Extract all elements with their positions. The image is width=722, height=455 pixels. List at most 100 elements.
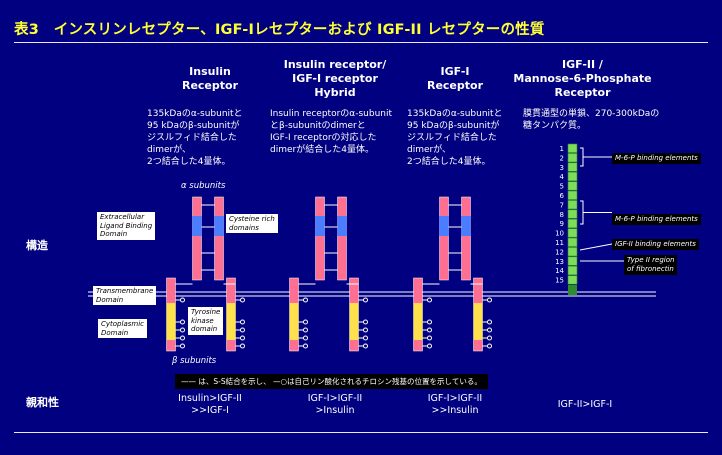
- tyrosine-site-insulin: [180, 335, 185, 341]
- receptor-insulin: [166, 196, 245, 352]
- igf2r-repeat: [567, 265, 578, 276]
- tyrosine-site-igf1: [487, 343, 492, 349]
- cysteine-domain-hybrid: [337, 216, 347, 236]
- tyrosine-site-igf1: [427, 343, 432, 349]
- igf2r-repeat: [567, 200, 578, 210]
- tyrosine-site-hybrid: [363, 327, 368, 333]
- igf2r-repeat: [567, 209, 578, 219]
- tyrosine-site-hybrid: [303, 327, 308, 333]
- alpha-chain-hybrid: [337, 196, 347, 281]
- alpha-chain-hybrid: [315, 196, 325, 281]
- affinity-igf1: IGF-I>IGF-II >>Insulin: [427, 393, 483, 416]
- repeat-number: 14: [555, 267, 564, 275]
- tyrosine-site-igf1: [427, 335, 432, 341]
- repeat-number: 11: [555, 239, 564, 247]
- cytoplasmic-domain-label: Cytoplasmic Domain: [98, 319, 147, 338]
- affinity-hybrid: IGF-I>IGF-II >Insulin: [307, 393, 363, 416]
- igf2r-repeat: [567, 171, 578, 182]
- repeat-number: 15: [555, 277, 564, 285]
- row-label-affinity: 親和性: [26, 396, 59, 409]
- affinity-igf2: IGF-II>IGF-I: [557, 399, 613, 410]
- receptor-igf1: [413, 196, 492, 352]
- alpha-subunits-label: α subunits: [181, 181, 226, 191]
- repeat-number: 1: [560, 145, 564, 153]
- repeat-number: 3: [560, 164, 564, 172]
- tyrosine-site-hybrid: [363, 319, 368, 325]
- tyrosine-site-insulin: [180, 327, 185, 333]
- tyrosine-site-hybrid: [303, 297, 308, 303]
- igf2r-repeat: [567, 237, 578, 247]
- igf2r-repeat: [567, 256, 578, 266]
- igf2r-repeat: [567, 162, 578, 172]
- kinase-domain-igf1: [413, 303, 423, 340]
- transmembrane-label: Transmembrane Domain: [93, 286, 157, 305]
- tyrosine-site-insulin: [240, 319, 245, 325]
- binding-bracket: [580, 200, 584, 225]
- tyrosine-site-insulin: [240, 327, 245, 333]
- tyrosine-site-igf1: [427, 327, 432, 333]
- repeat-number: 10: [555, 230, 564, 238]
- igf2r-transmembrane: [568, 285, 577, 295]
- cysteine-domain-insulin: [214, 216, 224, 236]
- affinity-insulin: Insulin>IGF-II >>IGF-I: [178, 393, 242, 416]
- binding-bracket: [580, 147, 584, 167]
- repeat-number: 12: [555, 248, 564, 256]
- desc-insulin: 135kDaのα-subunitと 95 kDaのβ-subunitが ジスルフ…: [147, 109, 243, 167]
- repeat-number: 6: [560, 192, 565, 200]
- m6p-binding-label-1: M-6-P binding elements: [612, 153, 701, 164]
- igf2r-repeat: [567, 143, 578, 153]
- kinase-domain-hybrid: [289, 303, 299, 340]
- tyrosine-site-igf1: [487, 319, 492, 325]
- igf2r-repeat: [567, 247, 578, 257]
- kinase-domain-insulin: [226, 303, 236, 340]
- desc-igf1: 135kDaのα-subunitと 95 kDaのβ-subunitが ジスルフ…: [407, 109, 503, 167]
- m6p-binding-label-2: M-6-P binding elements: [612, 214, 701, 225]
- tyrosine-site-hybrid: [303, 335, 308, 341]
- repeat-number: 4: [560, 173, 565, 181]
- cysteine-domain-hybrid: [315, 216, 325, 236]
- alpha-chain-insulin: [214, 196, 224, 281]
- bottom-rule: [14, 432, 708, 433]
- footnote: —— は、S-S結合を示し、 —○は自己リン酸化されるチロシン残基の位置を示して…: [175, 374, 488, 389]
- tyrosine-site-igf1: [487, 335, 492, 341]
- col-heading-insulin: Insulin Receptor: [181, 65, 239, 92]
- igf2-binding-label: IGF-II binding elements: [612, 239, 699, 250]
- cysteine-domain-insulin: [192, 216, 202, 236]
- repeat-number: 13: [555, 258, 564, 266]
- kinase-domain-insulin: [166, 303, 176, 340]
- repeat-number: 8: [560, 211, 564, 219]
- igf2r-repeat: [567, 181, 578, 191]
- tyrosine-site-hybrid: [363, 335, 368, 341]
- title-rule: [14, 42, 708, 43]
- extracellular-domain-label: Extracellular Ligand Binding Domain: [97, 212, 156, 240]
- tyrosine-site-igf1: [427, 319, 432, 325]
- tyrosine-site-insulin: [240, 335, 245, 341]
- desc-igf2: 膜貫通型の単鎖、270-300kDaの 糖タンパク質。: [523, 109, 660, 131]
- alpha-chain-insulin: [192, 196, 202, 281]
- desc-hybrid: Insulin receptorのα-subunit とβ-subunitのdi…: [270, 109, 393, 155]
- repeat-number: 9: [560, 220, 564, 228]
- tyrosine-site-insulin: [180, 319, 185, 325]
- tyrosine-site-igf1: [487, 327, 492, 333]
- tyrosine-site-hybrid: [303, 319, 308, 325]
- tyrosine-site-insulin: [180, 297, 185, 303]
- fibronectin-label: Type II region of fibronectin: [624, 255, 678, 275]
- cysteine-domain-igf1: [439, 216, 449, 236]
- receptor-hybrid: [289, 196, 368, 352]
- alpha-chain-igf1: [461, 196, 471, 281]
- igf2r-repeat: [567, 275, 578, 285]
- repeat-number: 2: [560, 154, 564, 162]
- col-heading-hybrid: Insulin receptor/ IGF-I receptor Hybrid: [283, 58, 387, 99]
- beta-subunits-label: β subunits: [172, 356, 217, 366]
- repeat-number: 7: [560, 201, 564, 209]
- kinase-domain-hybrid: [349, 303, 359, 340]
- igf2r-repeat: [567, 218, 578, 229]
- tyrosine-site-insulin: [240, 343, 245, 349]
- tyrosine-site-igf1: [427, 297, 432, 303]
- col-heading-igf1: IGF-I Receptor: [426, 65, 484, 92]
- tyrosine-site-insulin: [180, 343, 185, 349]
- tyrosine-site-hybrid: [303, 343, 308, 349]
- repeat-number: 5: [560, 183, 564, 191]
- row-label-structure: 構造: [26, 239, 48, 252]
